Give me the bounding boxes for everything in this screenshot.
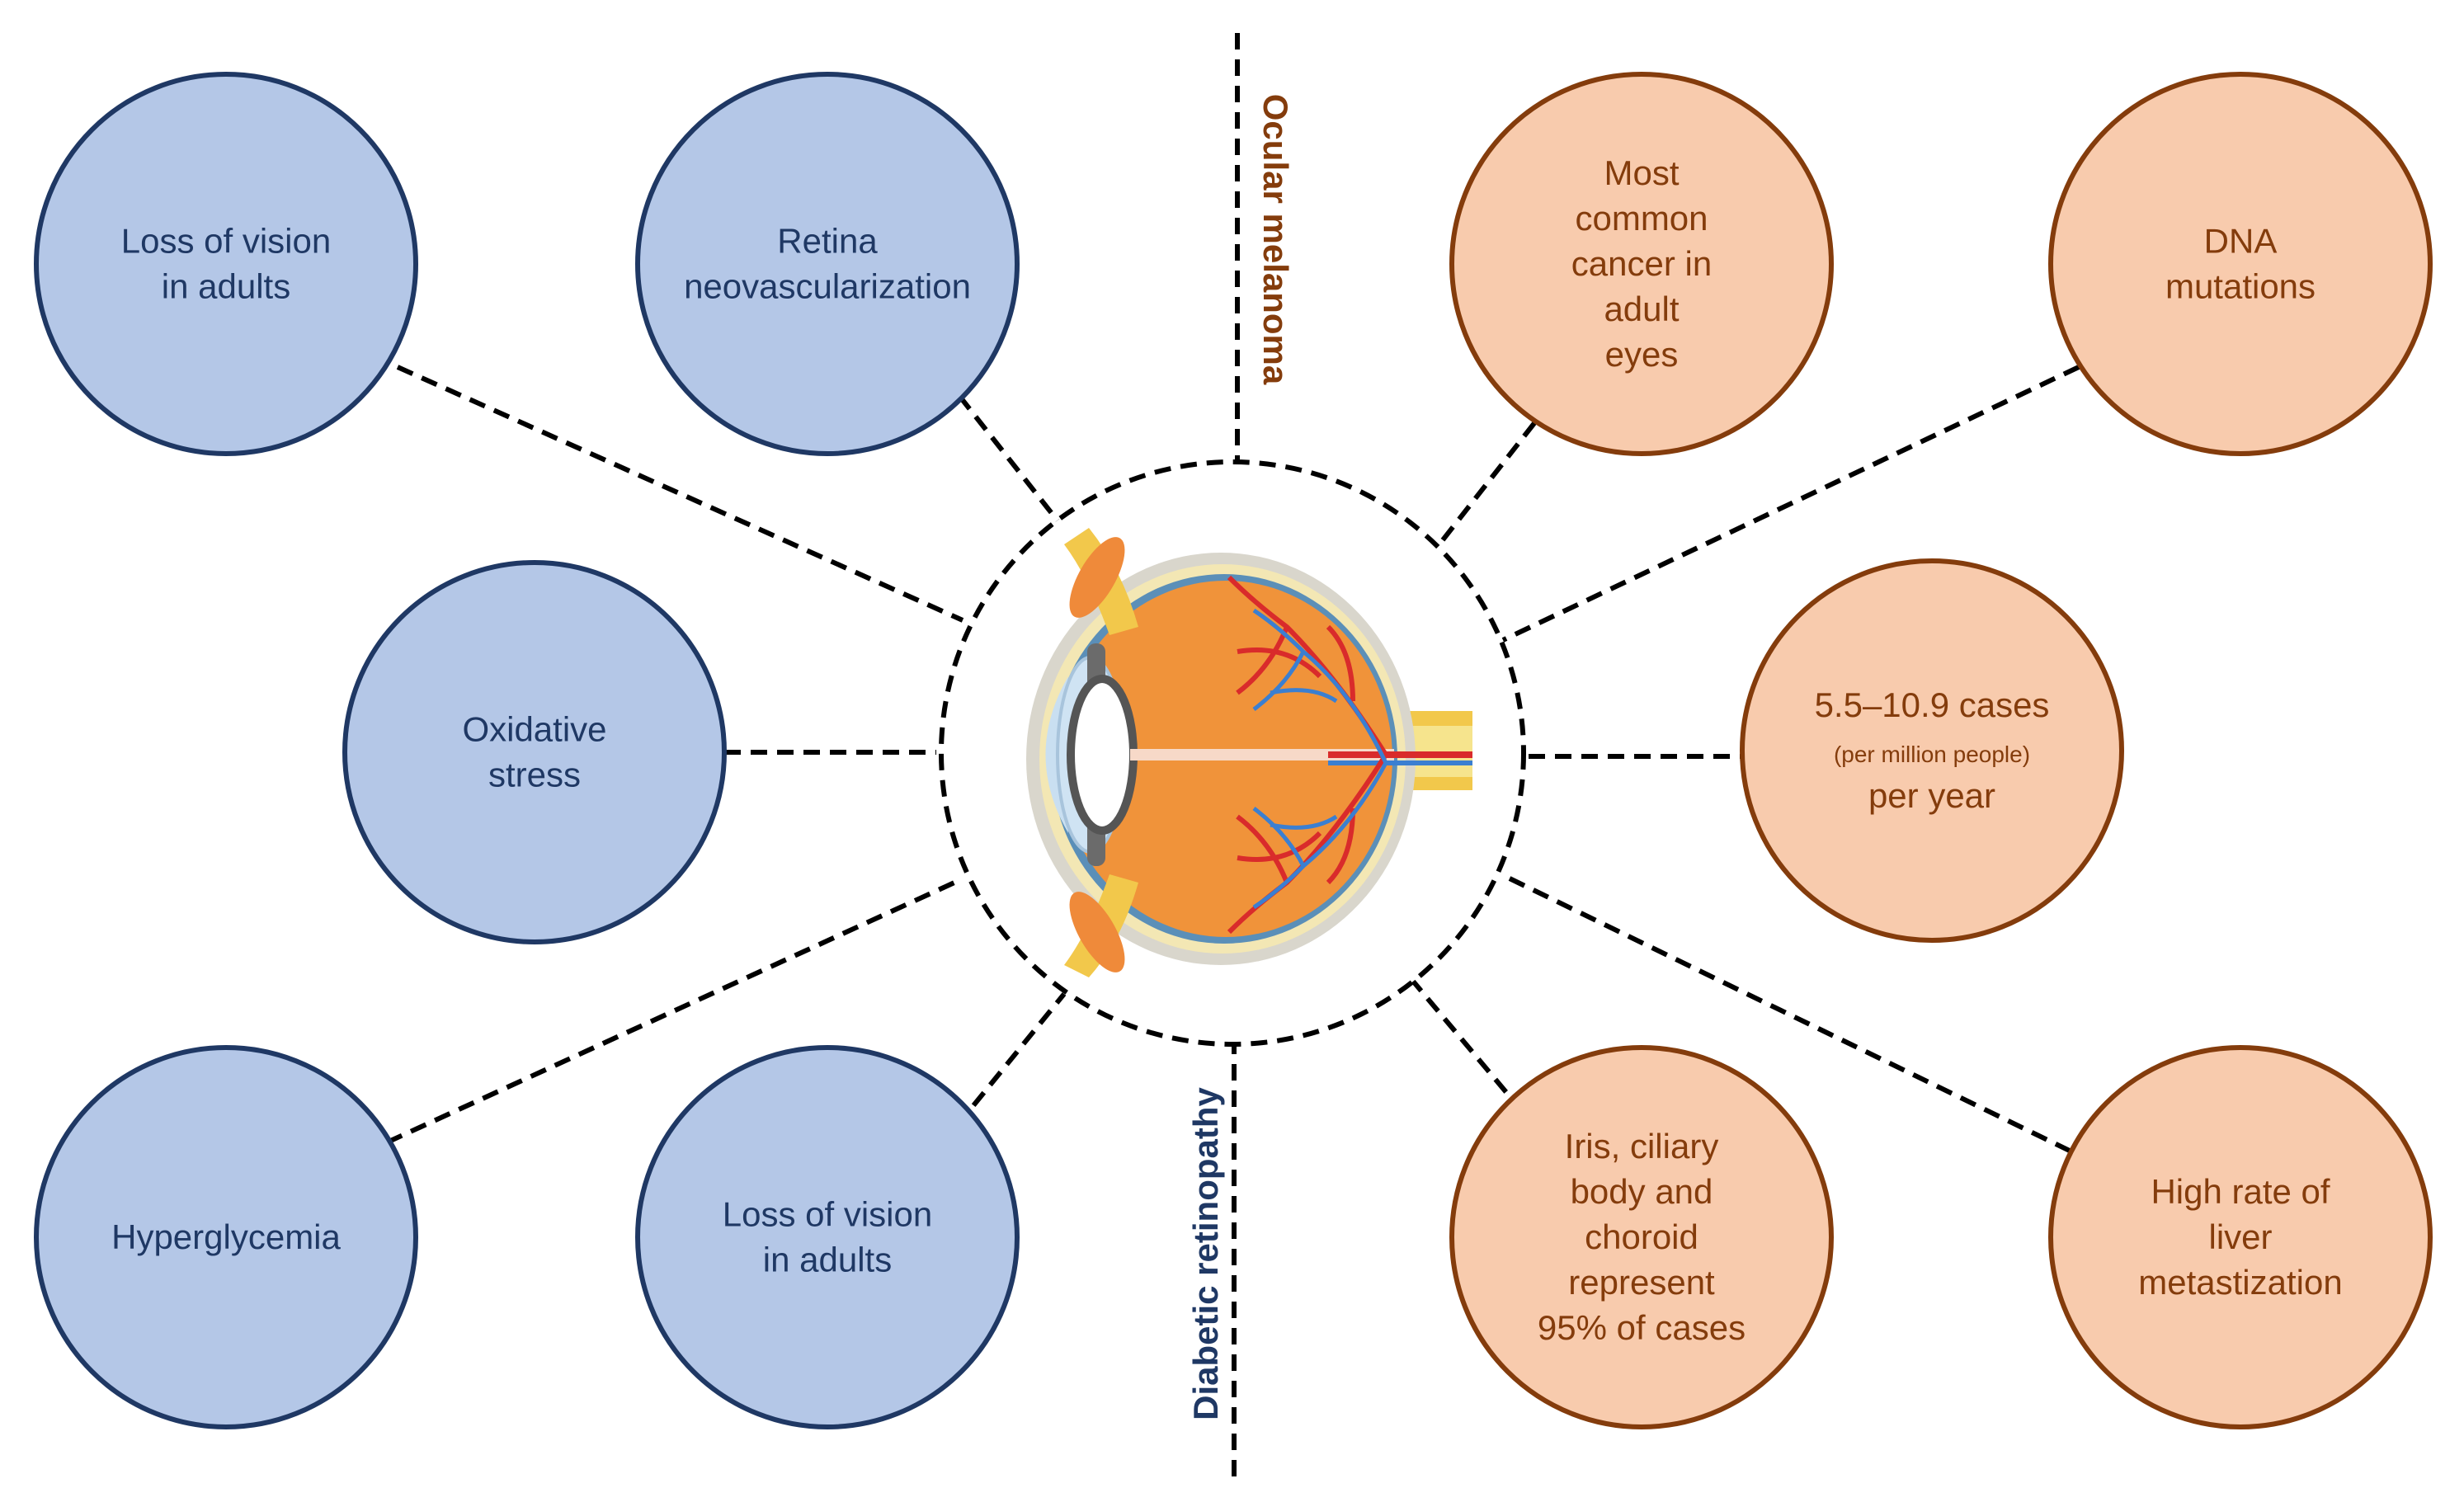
melanoma-node-text: metastization	[2138, 1263, 2342, 1302]
melanoma-node-circle	[1449, 72, 1834, 456]
melanoma-node-circle	[1449, 1045, 1834, 1429]
melanoma-node-text: High rate of	[2151, 1172, 2330, 1211]
melanoma-node-text: 95% of cases	[1538, 1308, 1746, 1347]
melanoma-node-text: 5.5–10.9 cases	[1815, 685, 2050, 724]
connector-retinopathy-1	[396, 365, 964, 623]
melanoma-node-text: Iris, ciliary	[1565, 1127, 1719, 1165]
ocular-melanoma-nodes: Most common cancer in adult eyes DNA mutations…	[1449, 72, 2433, 1429]
melanoma-node-1: Most common cancer in adult eyes	[1449, 72, 1834, 456]
connector-retinopathy-2	[957, 394, 1062, 525]
retinopathy-node-text: stress	[488, 756, 581, 794]
melanoma-node-text: common	[1575, 199, 1708, 238]
retinopathy-node-3: Oxidative stress	[342, 560, 727, 944]
melanoma-node-circle	[2048, 72, 2433, 456]
melanoma-node-text: (per million people)	[1834, 742, 2030, 767]
diabetic-retinopathy-label: Diabetic retinopathy	[1186, 1086, 1225, 1420]
retinopathy-node-2: Retina neovascularization	[635, 72, 1020, 456]
retinopathy-node-circle	[635, 1045, 1020, 1429]
retinopathy-node-5: Loss of vision in adults	[635, 1045, 1020, 1429]
retinopathy-node-4: Hyperglycemia	[34, 1045, 418, 1429]
melanoma-node-4: Iris, ciliary body and choroid represent 95%…	[1449, 1045, 1834, 1429]
melanoma-node-text: per year	[1868, 776, 1995, 815]
retinopathy-node-text: Hyperglycemia	[111, 1217, 341, 1256]
retinopathy-node-1: Loss of vision in adults	[34, 72, 418, 456]
retinopathy-node-circle	[342, 560, 727, 944]
melanoma-node-text: Most	[1604, 153, 1679, 192]
retinopathy-node-text: Loss of vision	[723, 1195, 932, 1234]
melanoma-node-text: choroid	[1585, 1217, 1698, 1256]
connector-melanoma-1	[1430, 421, 1537, 554]
retinopathy-node-text: in adults	[162, 267, 290, 306]
ocular-melanoma-label: Ocular melanoma	[1256, 94, 1295, 385]
melanoma-node-text: body and	[1571, 1172, 1713, 1211]
connector-melanoma-2	[1501, 365, 2080, 643]
retinopathy-node-circle	[34, 72, 418, 456]
connector-melanoma-5	[1408, 977, 1516, 1103]
retinopathy-node-circle	[34, 1045, 418, 1429]
retinopathy-node-circle	[635, 72, 1020, 456]
melanoma-node-text: adult	[1604, 290, 1679, 328]
melanoma-node-3: 5.5–10.9 cases (per million people) per ye…	[1740, 558, 2124, 943]
melanoma-node-text: eyes	[1605, 335, 1679, 374]
retinopathy-node-text: in adults	[763, 1241, 892, 1279]
connector-lines	[385, 33, 2080, 1476]
melanoma-node-circle	[2048, 1045, 2433, 1429]
melanoma-node-text: mutations	[2165, 267, 2316, 306]
retinopathy-node-text: Retina	[777, 222, 878, 261]
melanoma-node-text: represent	[1568, 1263, 1715, 1302]
melanoma-node-2: DNA mutations	[2048, 72, 2433, 456]
connector-retinopathy-5	[954, 992, 1067, 1128]
diabetic-retinopathy-nodes: Loss of vision in adults Retina neovascular…	[34, 72, 1020, 1429]
melanoma-node-text: liver	[2208, 1217, 2272, 1256]
melanoma-node-5: High rate of liver metastization	[2048, 1045, 2433, 1429]
retinopathy-node-text: Oxidative	[462, 710, 606, 749]
retinopathy-node-text: neovascularization	[684, 267, 971, 306]
eye-anatomy-icon	[1026, 528, 1472, 977]
melanoma-node-text: cancer in	[1571, 244, 1712, 283]
melanoma-node-circle	[1740, 558, 2124, 943]
melanoma-node-text: DNA	[2204, 222, 2278, 261]
retinopathy-node-text: Loss of vision	[121, 222, 331, 261]
